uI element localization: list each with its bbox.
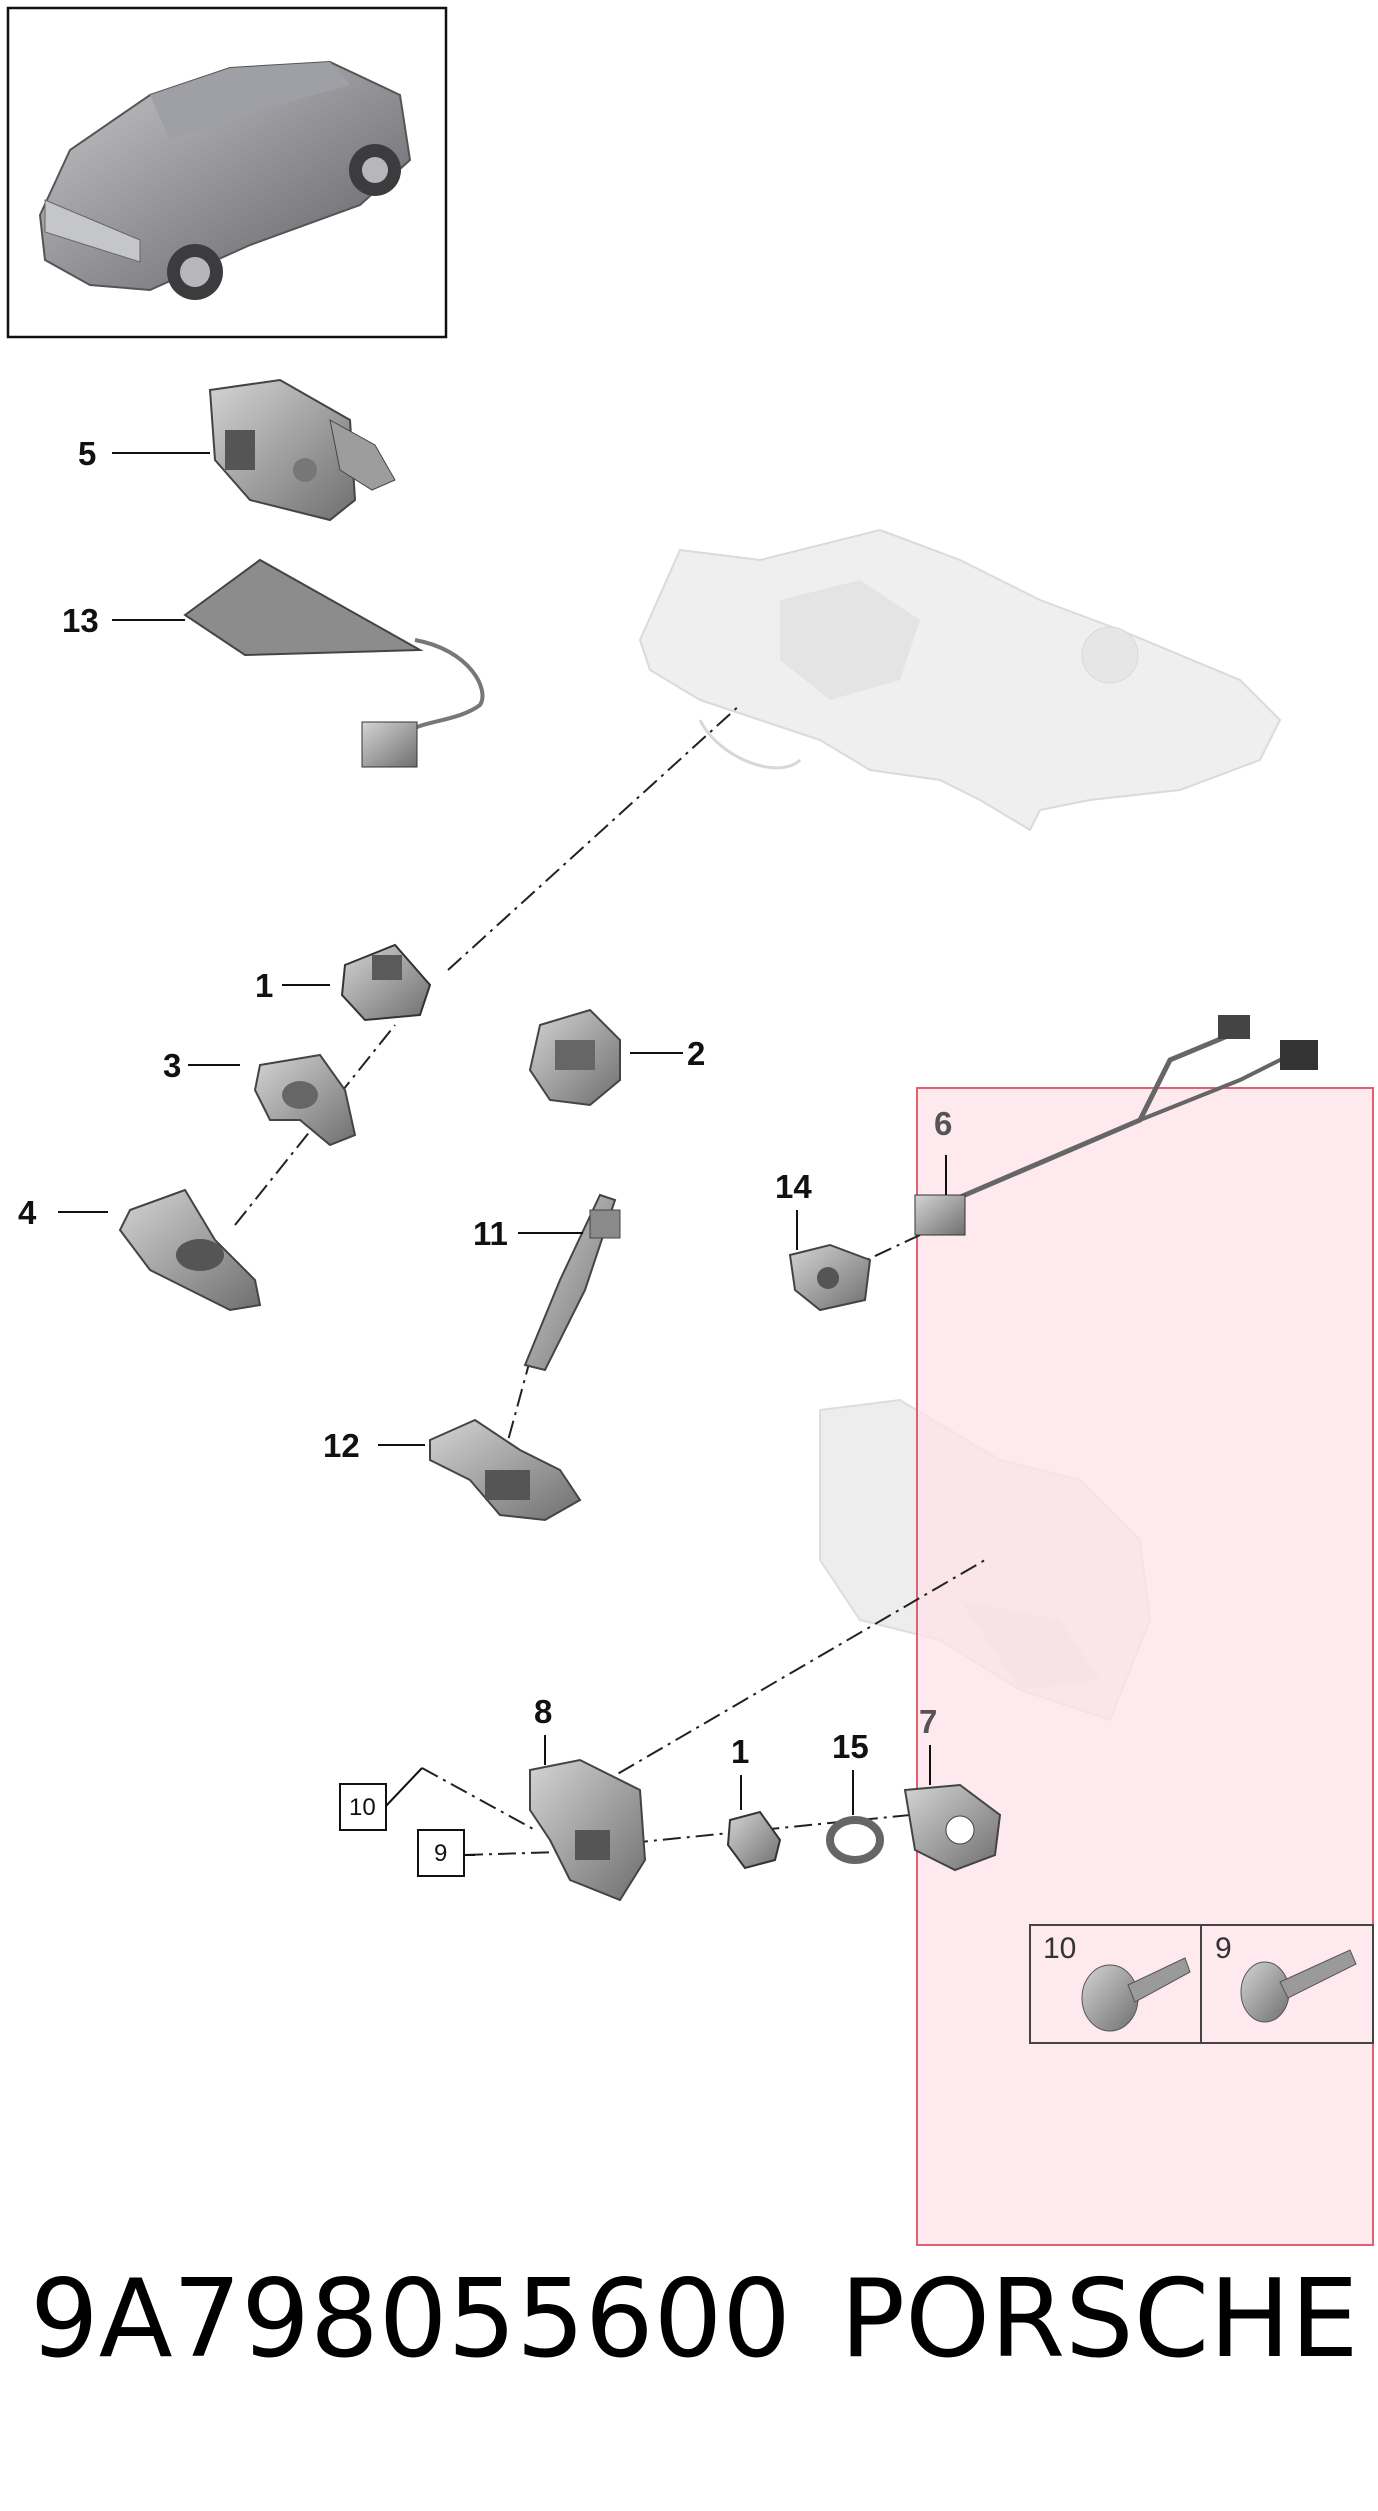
brand-name: PORSCHE [840,2257,1359,2382]
callout-3: 3 [163,1047,181,1084]
part-number: 9A798055600 [30,2257,792,2382]
callout-8: 8 [534,1693,552,1730]
assembly-lines [234,704,986,1856]
part-4-bracket [118,1188,262,1312]
boxed-ref-10-label: 10 [349,1794,376,1821]
part-2-sensor-housing [528,1008,621,1107]
boxed-ref-9-label: 9 [434,1840,447,1867]
part-1-sensor-lower [726,1810,782,1870]
highlight-region [916,1087,1374,2246]
part-5-control-unit [208,378,396,522]
part-6-cable-harness [914,1015,1318,1236]
part-1-sensor-upper [340,943,432,1022]
callout-11: 11 [473,1215,508,1252]
callout-4: 4 [18,1194,37,1231]
ghost-bracket-upper [638,528,1282,832]
callout-2: 2 [687,1035,705,1072]
callout-12: 12 [323,1427,360,1464]
bolt-9-icon [1240,1949,1357,2023]
callout-6: 6 [934,1105,952,1142]
inset-label-9: 9 [1215,1932,1232,1965]
bolt-10-icon [1081,1957,1191,2032]
boxed-ref-9: 9 [417,1829,465,1877]
callout-5: 5 [78,435,96,472]
inset-label-10: 10 [1043,1932,1076,1965]
callout-1-upper: 1 [255,967,273,1004]
vehicle-thumbnail [6,6,448,339]
part-7-trim [903,1783,1002,1872]
part-11-probe [523,1193,621,1372]
part-8-bracket [529,1758,647,1902]
callout-13: 13 [62,602,99,639]
leader-lines [58,452,947,1856]
fastener-inset: 10 9 [1029,1924,1374,2044]
part-14-bracket [788,1243,872,1312]
part-13-antenna [183,558,485,768]
part-15-ring [826,1816,884,1864]
part-12-mount [429,1418,582,1522]
callout-1-lower: 1 [731,1733,749,1770]
callout-15: 15 [832,1728,869,1765]
callout-14: 14 [775,1168,812,1205]
part-3-holder [253,1053,357,1147]
boxed-ref-10: 10 [339,1783,387,1831]
callout-7: 7 [919,1703,937,1740]
